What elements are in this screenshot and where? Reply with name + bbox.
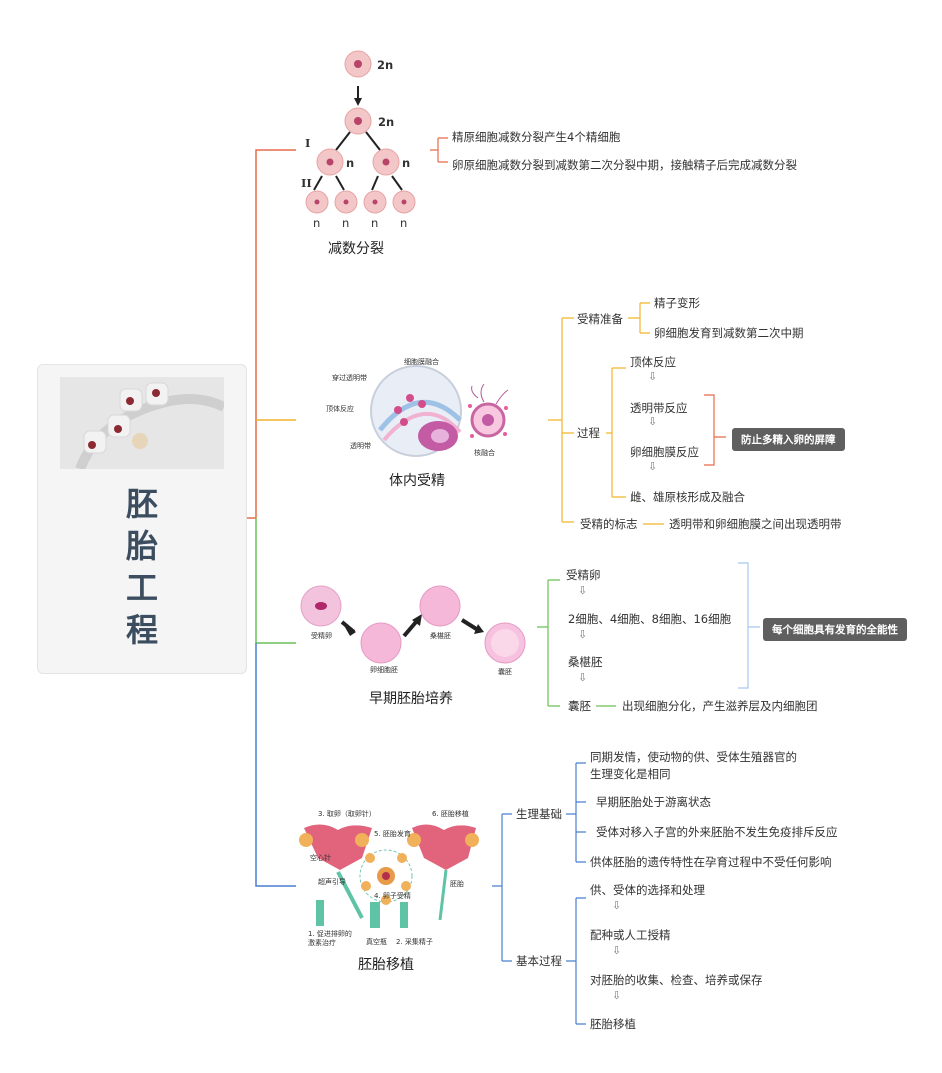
transfer-step[interactable]: 供、受体的选择和处理 — [590, 883, 705, 897]
transfer-figure — [299, 824, 479, 928]
label-2n: 2n — [378, 115, 395, 129]
root-card[interactable]: 胚 胎 工 程 — [37, 364, 247, 674]
svg-text:顶体反应: 顶体反应 — [326, 404, 354, 413]
svg-text:空心针: 空心针 — [310, 853, 331, 862]
svg-text:核融合: 核融合 — [474, 448, 495, 457]
label-roman-2: II — [301, 176, 312, 190]
root-title-char: 胚 — [125, 485, 158, 523]
fert-prep-label[interactable]: 受精准备 — [577, 312, 623, 326]
fig-label: 细胞膜融合 — [404, 357, 439, 366]
fert-step[interactable]: 透明带反应 — [630, 401, 688, 415]
transfer-basis-item[interactable]: 受体对移入子宫的外来胚胎不发生免疫排斥反应 — [596, 825, 838, 839]
down-arrow-icon: ⇩ — [578, 628, 588, 641]
svg-text:4. 卵子受精: 4. 卵子受精 — [374, 891, 411, 900]
fert-mark-text[interactable]: 透明带和卵细胞膜之间出现透明带 — [669, 517, 842, 531]
root-title: 胚 胎 工 程 — [38, 483, 246, 651]
fert-prep-item[interactable]: 卵细胞发育到减数第二次中期 — [654, 326, 804, 340]
svg-text:6. 胚胎移植: 6. 胚胎移植 — [432, 809, 469, 818]
transfer-basis-label[interactable]: 生理基础 — [516, 807, 562, 821]
label-n: n — [313, 216, 321, 230]
down-arrow-icon: ⇩ — [648, 415, 658, 428]
fert-mark-label[interactable]: 受精的标志 — [580, 517, 638, 531]
label-roman-1: I — [305, 136, 311, 150]
svg-text:5. 胚胎发育: 5. 胚胎发育 — [374, 829, 411, 838]
fert-step[interactable]: 雌、雄原核形成及融合 — [630, 490, 745, 504]
svg-text:卵细胞胚: 卵细胞胚 — [370, 665, 398, 674]
svg-text:透明带: 透明带 — [350, 442, 371, 450]
label-n: n — [371, 216, 379, 230]
svg-text:囊胚: 囊胚 — [498, 667, 512, 676]
transfer-step[interactable]: 配种或人工授精 — [590, 928, 671, 942]
svg-text:胚胎: 胚胎 — [450, 879, 464, 888]
transfer-basis-item[interactable]: 生理变化是相同 — [590, 767, 671, 781]
down-arrow-icon: ⇩ — [578, 671, 588, 684]
down-arrow-icon: ⇩ — [612, 899, 622, 912]
transfer-step[interactable]: 胚胎移植 — [590, 1017, 636, 1031]
culture-step[interactable]: 受精卵 — [566, 568, 601, 582]
transfer-step[interactable]: 对胚胎的收集、检查、培养或保存 — [590, 973, 763, 987]
label-n: n — [342, 216, 350, 230]
meiosis-caption[interactable]: 减数分裂 — [328, 241, 384, 257]
svg-text:超声引导: 超声引导 — [318, 877, 346, 886]
culture-step[interactable]: 囊胚 — [568, 699, 591, 713]
root-title-char: 胎 — [125, 527, 158, 565]
down-arrow-icon: ⇩ — [648, 460, 658, 473]
fert-note-badge[interactable]: 防止多精入卵的屏障 — [732, 428, 845, 451]
root-image — [60, 377, 224, 469]
meiosis-item[interactable]: 卵原细胞减数分裂到减数第二次分裂中期，接触精子后完成减数分裂 — [452, 158, 797, 172]
root-title-char: 程 — [125, 611, 158, 649]
svg-text:1. 促进排卵的: 1. 促进排卵的 — [308, 929, 352, 938]
svg-text:桑椹胚: 桑椹胚 — [430, 631, 451, 640]
culture-blastocyst-text[interactable]: 出现细胞分化，产生滋养层及内细胞团 — [622, 699, 818, 713]
svg-text:3. 取卵（取卵针）: 3. 取卵（取卵针） — [318, 809, 376, 818]
root-title-char: 工 — [125, 569, 158, 607]
meiosis-item[interactable]: 精原细胞减数分裂产生4个精细胞 — [452, 130, 621, 144]
svg-text:真空瓶: 真空瓶 — [366, 937, 387, 946]
culture-caption[interactable]: 早期胚胎培养 — [369, 691, 453, 707]
fert-step[interactable]: 顶体反应 — [630, 355, 676, 369]
culture-note-badge[interactable]: 每个细胞具有发育的全能性 — [763, 618, 907, 641]
svg-text:2. 采集精子: 2. 采集精子 — [396, 937, 433, 946]
transfer-basis-item[interactable]: 早期胚胎处于游离状态 — [596, 795, 711, 809]
fert-process-label[interactable]: 过程 — [577, 426, 600, 440]
label-n: n — [400, 216, 408, 230]
down-arrow-icon: ⇩ — [648, 370, 658, 383]
label-2n: 2n — [377, 58, 394, 72]
svg-text:激素治疗: 激素治疗 — [308, 938, 336, 947]
down-arrow-icon: ⇩ — [578, 584, 588, 597]
culture-figure — [300, 585, 526, 664]
culture-step[interactable]: 桑椹胚 — [568, 655, 603, 669]
label-n: n — [346, 156, 355, 170]
transfer-basis-item[interactable]: 同期发情，使动物的供、受体生殖器官的 — [590, 750, 797, 764]
meiosis-figure — [305, 50, 416, 214]
fertilization-caption[interactable]: 体内受精 — [389, 473, 445, 489]
svg-text:穿过透明带: 穿过透明带 — [332, 373, 367, 382]
culture-step[interactable]: 2细胞、4细胞、8细胞、16细胞 — [568, 612, 732, 626]
label-n: n — [402, 156, 411, 170]
down-arrow-icon: ⇩ — [612, 989, 622, 1002]
transfer-basis-item[interactable]: 供体胚胎的遗传特性在孕育过程中不受任何影响 — [590, 855, 832, 869]
fert-step[interactable]: 卵细胞膜反应 — [630, 445, 699, 459]
fert-prep-item[interactable]: 精子变形 — [654, 296, 700, 310]
transfer-process-label[interactable]: 基本过程 — [516, 954, 562, 968]
down-arrow-icon: ⇩ — [612, 944, 622, 957]
transfer-caption[interactable]: 胚胎移植 — [358, 957, 414, 973]
fertilization-figure — [370, 365, 509, 457]
svg-text:受精卵: 受精卵 — [311, 631, 332, 640]
